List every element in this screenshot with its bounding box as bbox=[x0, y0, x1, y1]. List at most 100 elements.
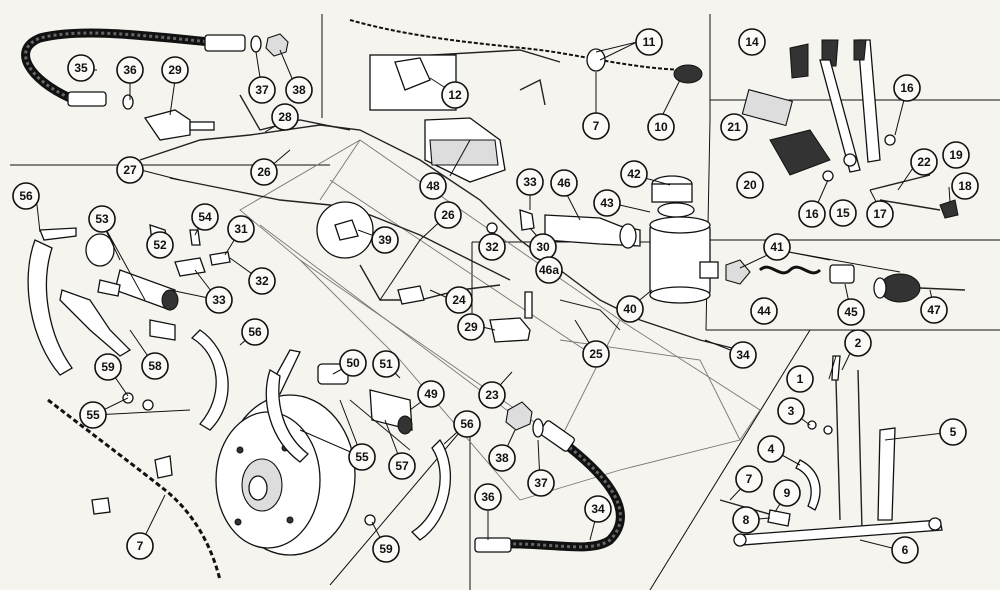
callout-number: 33 bbox=[212, 293, 226, 307]
callout-circle bbox=[773, 479, 801, 507]
callout-50: 50 bbox=[339, 349, 367, 377]
callout-number: 59 bbox=[101, 360, 115, 374]
callout-30: 30 bbox=[529, 233, 557, 261]
callout-circle bbox=[920, 296, 948, 324]
callout-number: 26 bbox=[257, 165, 271, 179]
callout-number: 17 bbox=[873, 207, 887, 221]
callout-circle bbox=[241, 318, 269, 346]
callout-33: 33 bbox=[516, 168, 544, 196]
callout-15: 15 bbox=[829, 199, 857, 227]
right-rear-brake-assembly bbox=[265, 363, 452, 541]
callout-33: 33 bbox=[205, 286, 233, 314]
callout-3: 3 bbox=[777, 397, 805, 425]
callout-number: 19 bbox=[949, 148, 963, 162]
callout-number: 38 bbox=[495, 451, 509, 465]
callout-number: 55 bbox=[355, 450, 369, 464]
callout-7: 7 bbox=[735, 465, 763, 493]
callout-circle bbox=[616, 295, 644, 323]
callout-27: 27 bbox=[116, 156, 144, 184]
callout-54: 54 bbox=[191, 203, 219, 231]
callout-circle bbox=[227, 215, 255, 243]
callout-number: 56 bbox=[248, 325, 262, 339]
callout-number: 26 bbox=[441, 208, 455, 222]
callout-56: 56 bbox=[453, 410, 481, 438]
callout-28: 28 bbox=[271, 103, 299, 131]
callout-58: 58 bbox=[141, 352, 169, 380]
callout-39: 39 bbox=[371, 226, 399, 254]
callout-number: 1 bbox=[797, 372, 804, 386]
callout-number: 43 bbox=[600, 196, 614, 210]
callout-number: 36 bbox=[123, 63, 137, 77]
callout-55: 55 bbox=[79, 401, 107, 429]
callout-number: 51 bbox=[379, 357, 393, 371]
callout-circle bbox=[798, 200, 826, 228]
callout-circle bbox=[126, 532, 154, 560]
callout-34: 34 bbox=[584, 495, 612, 523]
callout-29: 29 bbox=[161, 56, 189, 84]
callout-circle bbox=[593, 189, 621, 217]
callout-43: 43 bbox=[593, 189, 621, 217]
callout-circle bbox=[116, 56, 144, 84]
callout-circle bbox=[271, 103, 299, 131]
callout-37: 37 bbox=[527, 469, 555, 497]
callout-17: 17 bbox=[866, 200, 894, 228]
callout-number: 38 bbox=[292, 83, 306, 97]
callout-circle bbox=[250, 158, 278, 186]
callout-number: 20 bbox=[743, 178, 757, 192]
callout-circle bbox=[750, 297, 778, 325]
callout-number: 11 bbox=[643, 35, 656, 49]
callout-2: 2 bbox=[844, 329, 872, 357]
callout-circle bbox=[763, 233, 791, 261]
callout-10: 10 bbox=[647, 113, 675, 141]
callout-23: 23 bbox=[478, 381, 506, 409]
callout-7: 7 bbox=[582, 112, 610, 140]
callout-51: 51 bbox=[372, 350, 400, 378]
callout-number: 47 bbox=[927, 303, 941, 317]
callout-number: 14 bbox=[745, 35, 759, 49]
callout-number: 23 bbox=[485, 388, 499, 402]
callout-number: 6 bbox=[902, 543, 909, 557]
divider-handbrake-diagonal bbox=[649, 329, 811, 590]
callout-number: 57 bbox=[395, 459, 409, 473]
callout-circle bbox=[647, 113, 675, 141]
callout-25: 25 bbox=[582, 340, 610, 368]
callout-number: 34 bbox=[736, 348, 750, 362]
callout-1: 1 bbox=[786, 365, 814, 393]
callout-37: 37 bbox=[248, 76, 276, 104]
callout-12: 12 bbox=[441, 81, 469, 109]
callout-number: 45 bbox=[844, 305, 858, 319]
callout-32: 32 bbox=[478, 233, 506, 261]
callout-22: 22 bbox=[910, 148, 938, 176]
callout-circle bbox=[478, 233, 506, 261]
callout-circle bbox=[942, 141, 970, 169]
callout-number: 58 bbox=[148, 359, 162, 373]
callout-6: 6 bbox=[891, 536, 919, 564]
master-cylinder bbox=[486, 175, 719, 304]
callout-number: 53 bbox=[95, 212, 109, 226]
callout-circle bbox=[582, 112, 610, 140]
callout-circle bbox=[79, 401, 107, 429]
callout-26: 26 bbox=[250, 158, 278, 186]
callout-number: 32 bbox=[255, 274, 269, 288]
callout-circle bbox=[248, 267, 276, 295]
callout-circle bbox=[67, 54, 95, 82]
callout-56: 56 bbox=[241, 318, 269, 346]
callout-circle bbox=[348, 443, 376, 471]
callout-19: 19 bbox=[942, 141, 970, 169]
callout-circle bbox=[736, 171, 764, 199]
callout-7: 7 bbox=[126, 532, 154, 560]
callout-circle bbox=[141, 352, 169, 380]
callout-41: 41 bbox=[763, 233, 791, 261]
callout-circle bbox=[488, 444, 516, 472]
callout-number: 9 bbox=[784, 486, 791, 500]
callout-number: 40 bbox=[623, 302, 637, 316]
callout-circle bbox=[474, 483, 502, 511]
callout-number: 56 bbox=[19, 189, 33, 203]
callout-circle bbox=[732, 506, 760, 534]
master-cylinder-internals bbox=[725, 259, 966, 303]
callout-number: 15 bbox=[836, 206, 850, 220]
callout-number: 33 bbox=[523, 175, 537, 189]
callout-number: 37 bbox=[534, 476, 548, 490]
callout-number: 54 bbox=[198, 210, 212, 224]
callout-circle bbox=[419, 172, 447, 200]
